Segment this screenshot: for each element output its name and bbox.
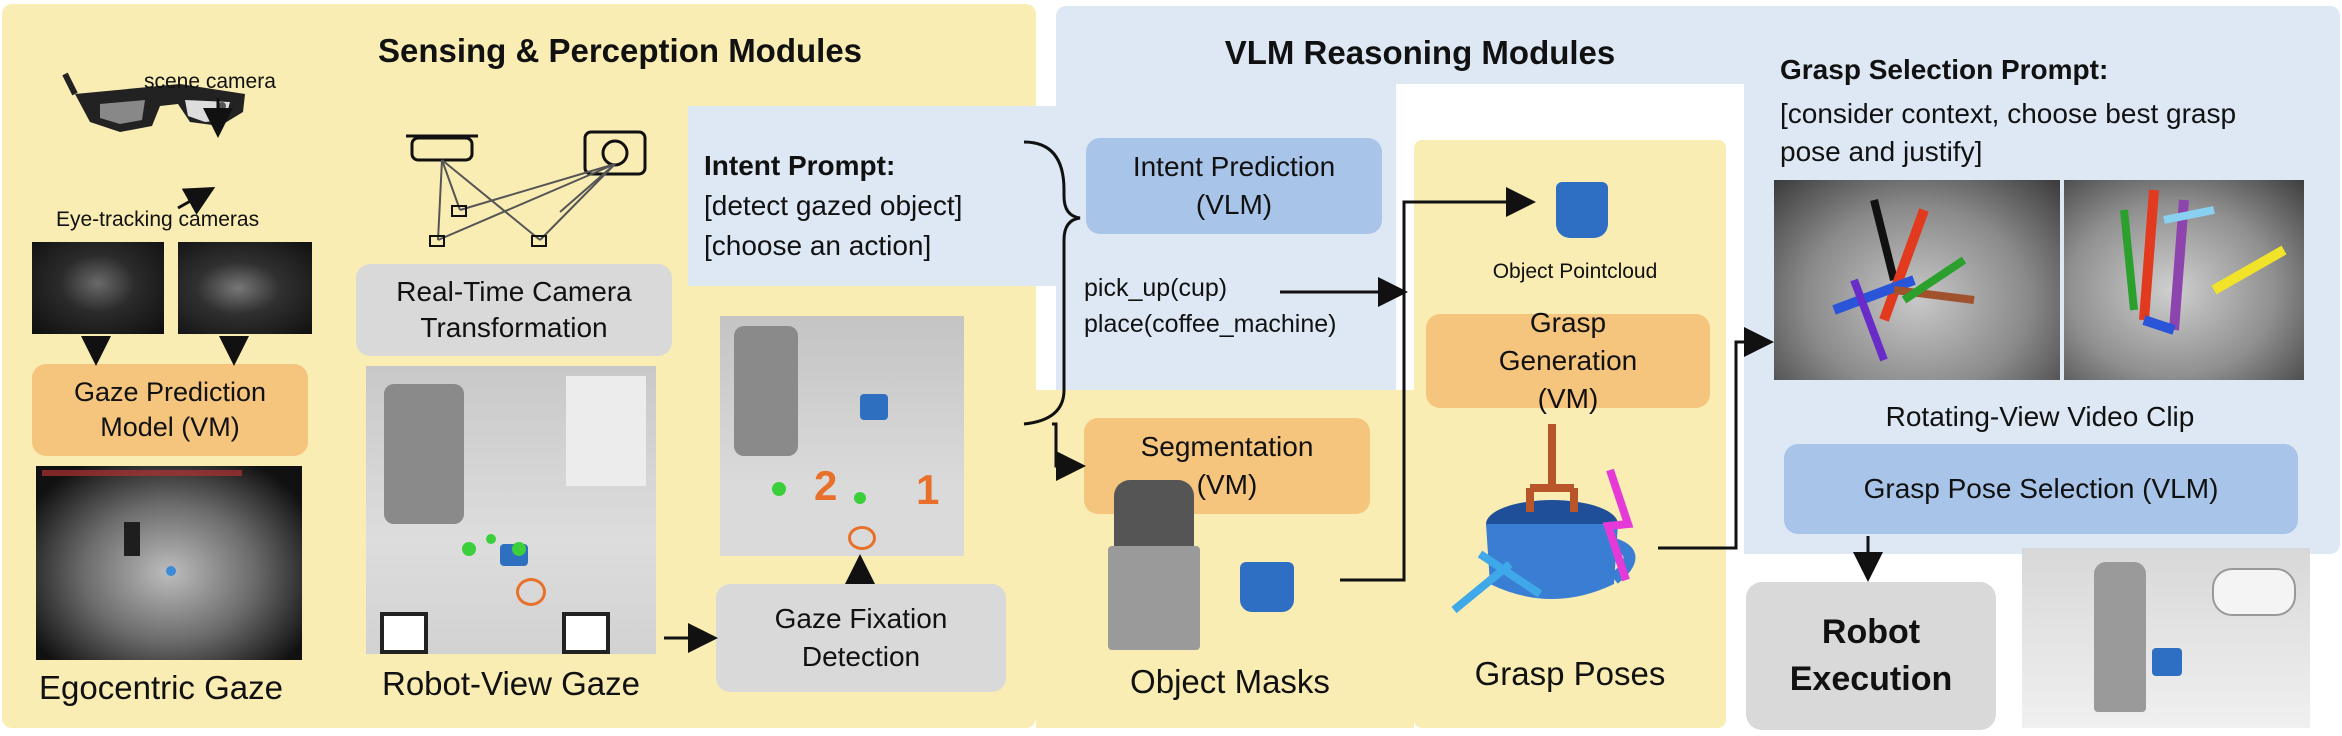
grasp-panel [1414,140,1726,728]
right-eye-image [178,242,312,334]
pointcloud-view-2 [2064,180,2304,380]
grasp-poses-illustration [1451,424,1636,614]
grasp-overlays-2 [2120,189,2287,335]
fixation-label-2: 2 [814,462,838,509]
grasp-poses-caption: Grasp Poses [1474,655,1666,692]
gaze-prediction-box: Gaze Prediction Model (VM) [32,364,308,456]
robot-execution-photo [2022,548,2310,728]
action-place: place(coffee_machine) [1084,310,1337,338]
egocentric-caption: Egocentric Gaze [39,669,283,706]
gaze-fixation-box: Gaze Fixation Detection [716,584,1006,692]
intent-prediction-box: Intent Prediction (VLM) [1086,138,1382,234]
action-pickup: pick_up(cup) [1084,274,1228,302]
robot-view-frame [366,366,656,654]
grasp-overlays-1 [1832,199,1975,362]
pointcloud-cup [1556,182,1608,238]
egocentric-frame [36,466,302,660]
intent-prediction-panel [1056,84,1396,390]
grasp-generation-box: Grasp Generation (VM) [1426,307,1710,414]
grasp-prompt-title: Grasp Selection Prompt: [1780,54,2109,85]
intent-prompt-title: Intent Prompt: [704,150,896,181]
robot-execution-line2: Execution [1789,660,1953,698]
object-masks-caption: Object Masks [1130,663,1330,700]
pointcloud-label: Object Pointcloud [1492,260,1658,283]
gap-white [1396,84,1736,140]
coffee-machine-mask [1108,480,1200,650]
cup-mask [1240,562,1294,612]
vlm-title: VLM Reasoning Modules [1224,34,1616,71]
camera-transform-icon [406,130,647,247]
fixation-label-1: 1 [916,466,940,513]
fixation-frame [720,316,964,556]
sensing-title: Sensing & Perception Modules [377,32,863,69]
scene-camera-label: scene camera [144,70,276,93]
robot-execution-box: Robot Execution [1746,582,1996,730]
grasp-prompt-line1: [consider context, choose best grasp [1780,98,2237,129]
grasp-prompt-line2: pose and justify] [1780,136,1983,167]
robot-view-caption: Robot-View Gaze [381,665,641,702]
intent-prompt-line2: [choose an action] [704,230,932,261]
intent-prompt-line1: [detect gazed object] [704,190,963,221]
grasp-pose-selection-box: Grasp Pose Selection (VLM) [1784,444,2298,534]
left-eye-image [32,242,164,334]
video-clip-caption: Rotating-View Video Clip [1885,401,2195,432]
robot-execution-line1: Robot [1821,613,1921,651]
camera-transformation-box: Real-Time Camera Transformation [356,264,672,356]
pointcloud-view-1 [1774,180,2060,380]
